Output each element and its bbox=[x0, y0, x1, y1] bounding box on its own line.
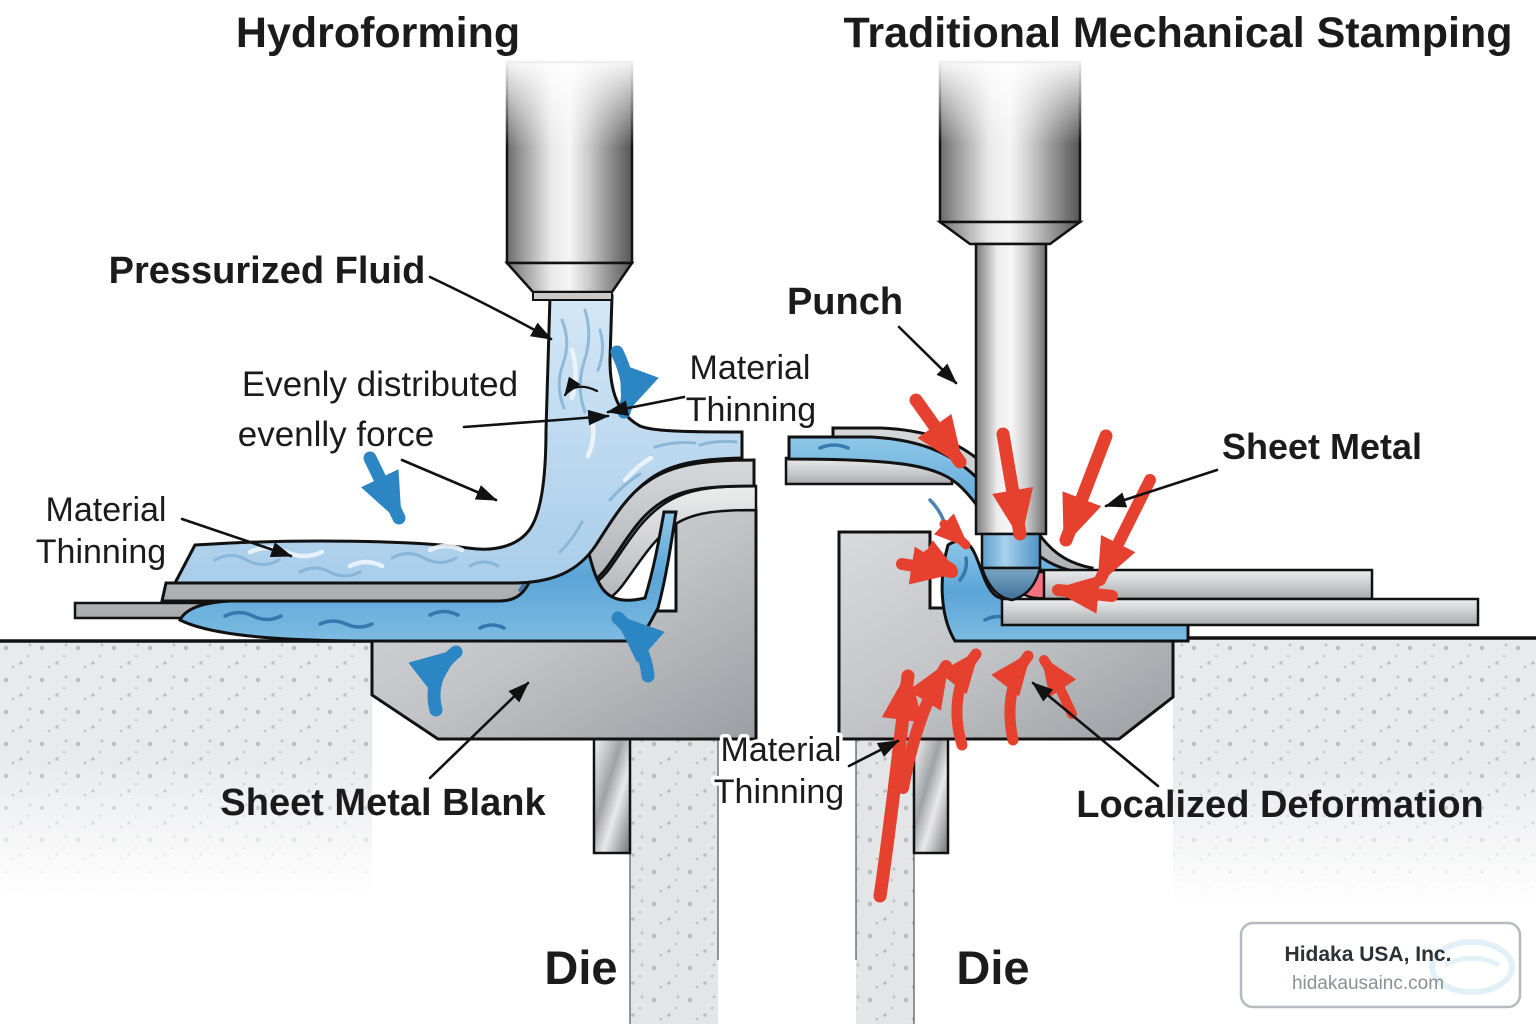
evenly-force-hook bbox=[563, 376, 599, 397]
label-evenly-distributed-line2: evenlly force bbox=[238, 415, 434, 454]
material-thinning-right-arrow bbox=[847, 739, 900, 768]
label-pressurized-fluid: Pressurized Fluid bbox=[109, 250, 426, 292]
lower-plate-right bbox=[1000, 597, 1480, 627]
stamping-punch bbox=[934, 56, 1086, 602]
watermark-logo bbox=[1429, 939, 1515, 995]
evenly-force-arrow bbox=[462, 409, 610, 429]
material-thinning-left-arrow bbox=[180, 517, 293, 558]
watermark-company: Hidaka USA, Inc. bbox=[1285, 943, 1452, 966]
die-right-shiny-insert bbox=[912, 735, 950, 855]
sheet-metal-arrow bbox=[1104, 468, 1219, 508]
punch-tip bbox=[980, 532, 1042, 570]
material-thinning-top-arrow bbox=[606, 395, 686, 416]
localized-force-arrows bbox=[873, 393, 1156, 903]
label-sheet-metal-blank: Sheet Metal Blank bbox=[220, 782, 546, 824]
die-left-pedestal bbox=[592, 735, 719, 1024]
label-sheet-metal: Sheet Metal bbox=[1222, 426, 1422, 467]
label-material-thinning-right-line2: Thinning bbox=[714, 773, 844, 811]
watermark-card: Hidaka USA, Inc. hidakausainc.com bbox=[1239, 921, 1522, 1009]
die-left-shiny-insert bbox=[592, 735, 632, 855]
hydroforming-nozzle bbox=[501, 56, 638, 301]
pressurized-fluid-body bbox=[172, 294, 744, 585]
ground-right bbox=[1173, 636, 1536, 905]
label-localized-deformation: Localized Deformation bbox=[1076, 784, 1484, 826]
watermark-website: hidakausainc.com bbox=[1292, 973, 1444, 994]
label-material-thinning-left-line2: Thinning bbox=[36, 533, 166, 571]
label-die-right: Die bbox=[956, 941, 1029, 994]
evenly-force-arrow2 bbox=[400, 458, 498, 502]
label-material-thinning-right-line1: Material bbox=[721, 731, 842, 769]
ground-left bbox=[0, 639, 372, 895]
title-hydroforming: Hydroforming bbox=[236, 9, 520, 57]
annotation-arrows bbox=[180, 275, 1219, 788]
label-die-left: Die bbox=[544, 941, 617, 994]
sheet-metal-blank-arrow bbox=[428, 681, 530, 780]
label-material-thinning-top-line2: Thinning bbox=[686, 391, 816, 429]
label-material-thinning-left-line1: Material bbox=[46, 491, 167, 529]
label-evenly-distributed-line1: Evenly distributed bbox=[242, 365, 518, 404]
title-stamping: Traditional Mechanical Stamping bbox=[843, 9, 1512, 57]
pressurized-fluid-arrow bbox=[428, 275, 553, 341]
label-material-thinning-top-line1: Material bbox=[690, 349, 811, 387]
localized-deformation-arrow bbox=[1031, 681, 1160, 788]
punch-arrow bbox=[897, 325, 958, 385]
label-punch: Punch bbox=[787, 281, 903, 323]
